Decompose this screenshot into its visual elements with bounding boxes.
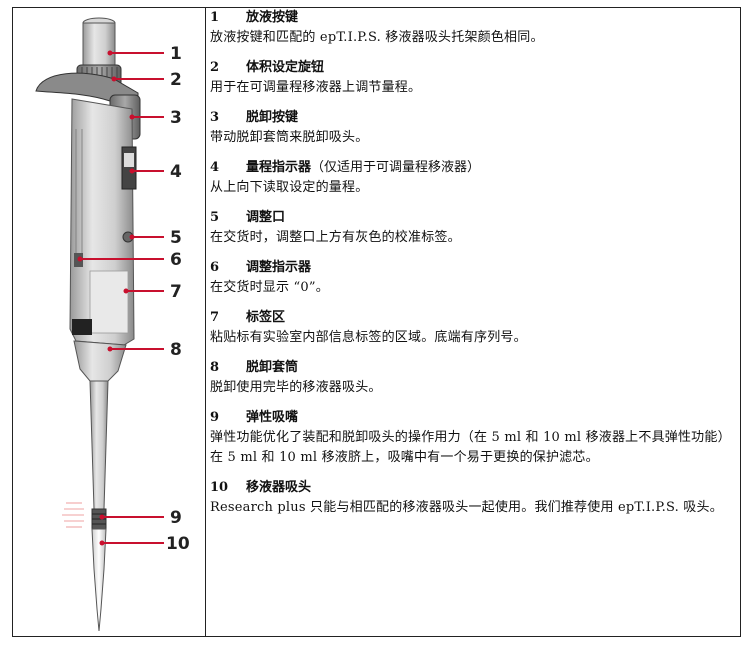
item-body: 脱卸使用完毕的移液器吸头。: [210, 380, 382, 395]
callout-4: 4: [170, 162, 182, 182]
table-frame: [12, 7, 741, 637]
item-7: 7 标签区 粘贴标有实验室内部信息标签的区域。底端有序列号。: [210, 308, 738, 348]
item-body: 在交货时显示 “0”。: [210, 280, 329, 295]
item-4: 4 量程指示器（仅适用于可调量程移液器） 从上向下读取设定的量程。: [210, 158, 738, 198]
item-body: 放液按键和匹配的 epT.I.P.S. 移液器吸头托架颜色相同。: [210, 30, 544, 45]
item-title: 标签区: [246, 310, 286, 325]
item-body: 带动脱卸套筒来脱卸吸头。: [210, 130, 369, 145]
pipette-shaft: [89, 380, 109, 510]
item-title: 调整口: [246, 210, 286, 225]
item-6: 6 调整指示器 在交货时显示 “0”。: [210, 258, 738, 298]
item-note: （仅适用于可调量程移液器）: [311, 160, 481, 175]
item-body: 用于在可调量程移液器上调节量程。: [210, 80, 422, 95]
ejector-sleeve: [73, 340, 127, 382]
item-title: 调整指示器: [246, 260, 312, 275]
item-9: 9 弹性吸嘴 弹性功能优化了装配和脱卸吸头的操作用力（在 5 ml 和 10 ml…: [210, 408, 738, 468]
item-number: 6: [210, 260, 220, 275]
item-body: 从上向下读取设定的量程。: [210, 180, 369, 195]
item-title: 弹性吸嘴: [246, 410, 299, 425]
item-body: Research plus 只能与相匹配的移液器吸头一起使用。我们推荐使用 ep…: [210, 500, 723, 515]
callout-2: 2: [170, 70, 182, 90]
item-number: 4: [210, 160, 220, 175]
finger-hook: [35, 72, 139, 114]
callout-5: 5: [170, 228, 182, 248]
item-8: 8 脱卸套筒 脱卸使用完毕的移液器吸头。: [210, 358, 738, 398]
item-5: 5 调整口 在交货时，调整口上方有灰色的校准标签。: [210, 208, 738, 248]
item-number: 9: [210, 410, 220, 425]
item-3: 3 脱卸按键 带动脱卸套筒来脱卸吸头。: [210, 108, 738, 148]
item-10: 10 移液器吸头 Research plus 只能与相匹配的移液器吸头一起使用。我…: [210, 478, 738, 518]
item-number: 2: [210, 60, 220, 75]
plunger-button: [82, 17, 116, 68]
callout-1: 1: [170, 44, 182, 64]
item-body: 弹性功能优化了装配和脱卸吸头的操作用力（在 5 ml 和 10 ml 移液器上不…: [210, 430, 731, 465]
item-title: 脱卸套筒: [246, 360, 299, 375]
callout-3: 3: [170, 108, 182, 128]
callout-7: 7: [170, 282, 182, 302]
item-number: 5: [210, 210, 220, 225]
item-body: 在交货时，调整口上方有灰色的校准标签。: [210, 230, 461, 245]
item-1: 1 放液按键 放液按键和匹配的 epT.I.P.S. 移液器吸头托架颜色相同。: [210, 8, 738, 48]
item-title: 脱卸按键: [246, 110, 299, 125]
callout-9: 9: [170, 508, 182, 528]
item-title: 移液器吸头: [246, 480, 312, 495]
item-title: 体积设定旋钮: [246, 60, 325, 75]
item-number: 7: [210, 310, 220, 325]
item-number: 10: [210, 480, 229, 495]
item-title: 放液按键: [246, 10, 299, 25]
item-number: 8: [210, 360, 220, 375]
callout-8: 8: [170, 340, 182, 360]
item-body: 粘贴标有实验室内部信息标签的区域。底端有序列号。: [210, 330, 527, 345]
label-area: [89, 270, 129, 334]
item-number: 1: [210, 10, 220, 25]
pipette-tip: [91, 528, 107, 632]
description-column: 1 放液按键 放液按键和匹配的 epT.I.P.S. 移液器吸头托架颜色相同。 2…: [210, 8, 738, 518]
item-number: 3: [210, 110, 220, 125]
item-title: 量程指示器: [246, 160, 312, 175]
callout-6: 6: [170, 250, 182, 270]
pipette-figure: 1 2 3 4 5 6 7 8 9 10: [14, 9, 204, 635]
callout-10: 10: [166, 534, 190, 554]
column-divider: [205, 7, 206, 637]
item-2: 2 体积设定旋钮 用于在可调量程移液器上调节量程。: [210, 58, 738, 98]
